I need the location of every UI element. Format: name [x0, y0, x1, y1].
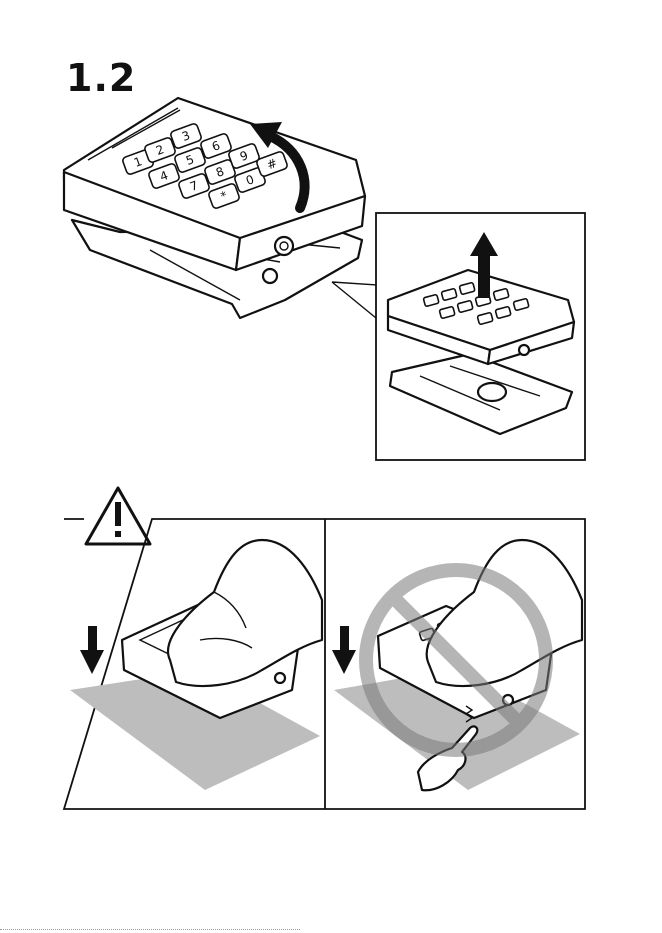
inset-gasket	[478, 383, 506, 401]
arrow-down-icon	[332, 626, 356, 674]
lock-cylinder	[275, 237, 293, 255]
base-screw	[263, 269, 277, 283]
arrow-down-icon	[80, 626, 104, 674]
hand-left	[168, 540, 322, 686]
hand-right	[427, 540, 582, 686]
incorrect-placement-panel	[332, 540, 582, 790]
warning-triangle-icon	[86, 488, 150, 544]
main-keypad-illustration: 1 2 3 4 5 6 7 8 9 0 * #	[64, 98, 365, 318]
detail-inset	[376, 213, 585, 460]
page-footer-rule	[0, 929, 300, 930]
